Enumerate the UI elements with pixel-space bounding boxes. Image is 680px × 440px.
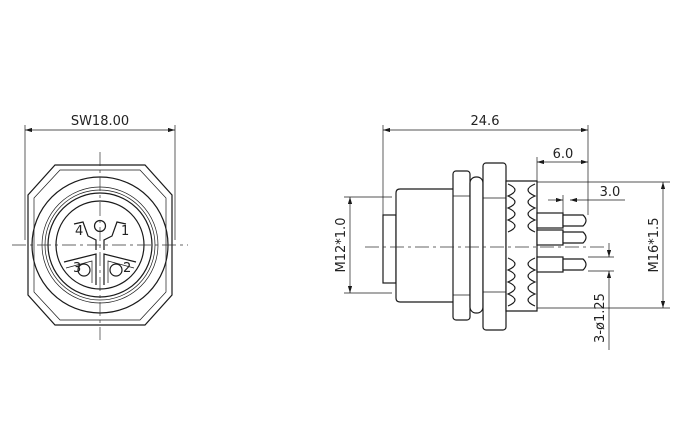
front-thread-label: M12*1.0 [334,218,349,273]
pin-hole [77,263,91,277]
panel-nut [482,162,507,331]
thread-length-label: 6.0 [553,147,574,162]
front-cap [382,214,397,284]
side-view: 24.6 6.0 3.0 M16*1.5 M12*1.0 3-ø1.25 [334,114,670,350]
pin-diameter-label: 3-ø1.25 [593,293,608,343]
pin-label-3: 3 [73,261,81,276]
front-housing [395,188,456,303]
contact-pins [536,212,587,273]
hex-nut-outline [27,164,173,326]
front-nut [452,170,471,321]
pin-label-1: 1 [121,224,129,239]
length-label: 24.6 [471,114,500,129]
pin-hole [109,263,123,277]
threaded-body [505,180,538,312]
panel-thread-label: M16*1.5 [647,218,662,273]
pin-length-label: 3.0 [600,185,621,200]
o-ring [469,176,484,314]
pin-label-4: 4 [75,224,83,239]
width-label: SW18.00 [71,114,129,129]
pin-label-2: 2 [123,261,131,276]
front-view: SW18.00 1 2 3 4 [12,114,188,340]
